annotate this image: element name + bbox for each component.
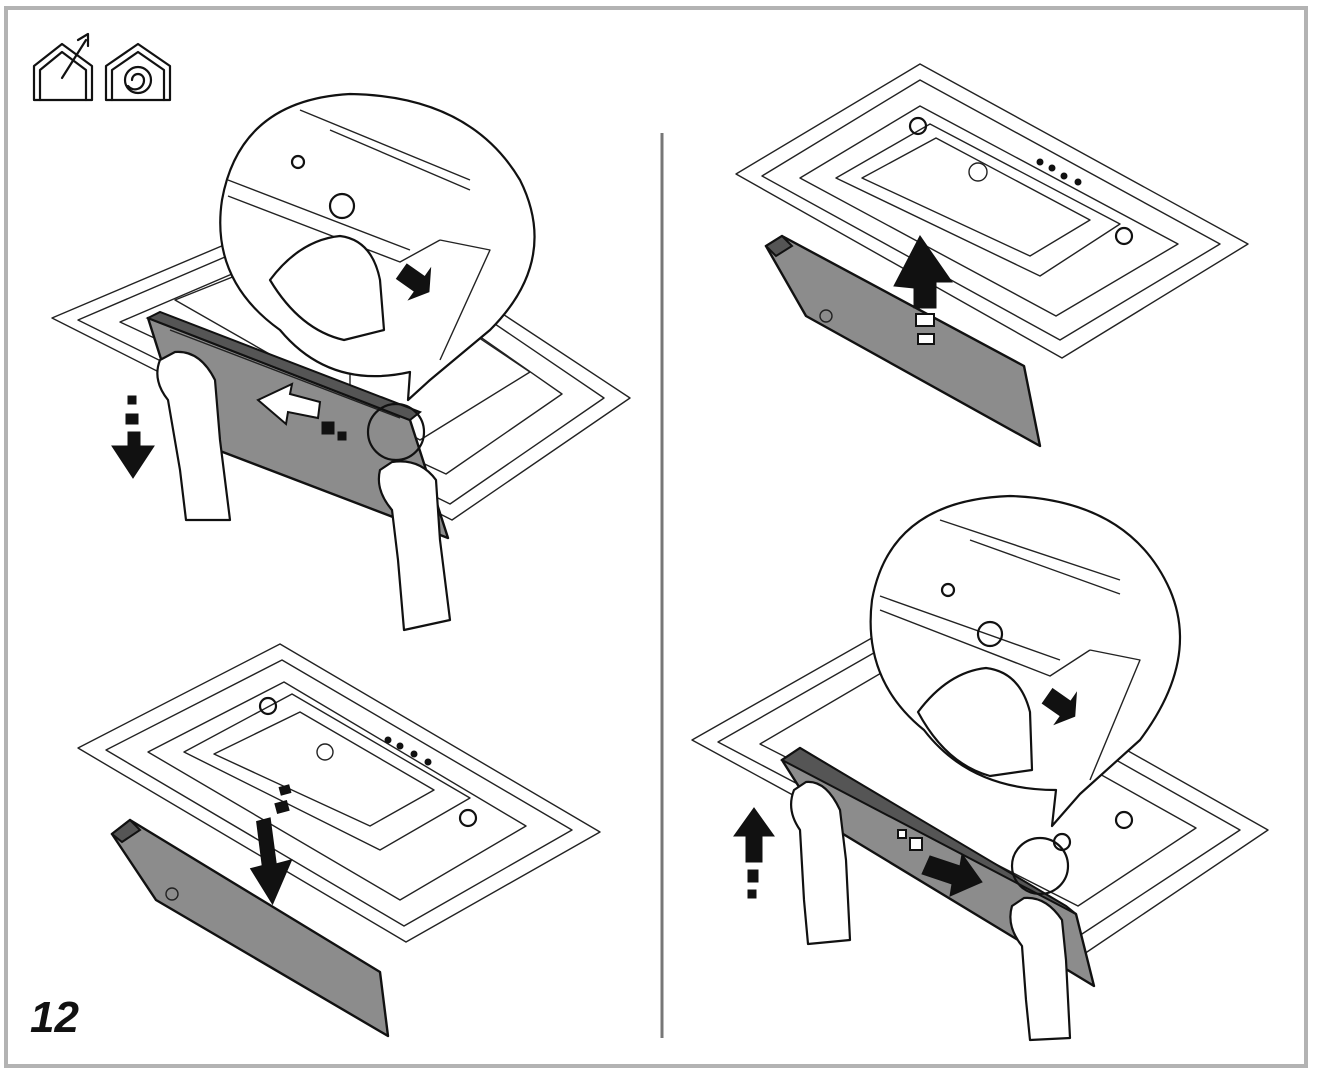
pull-down-arrow	[249, 817, 293, 906]
step-number: 12	[30, 993, 79, 1042]
left-hand	[789, 780, 852, 946]
recirculation-icon	[104, 42, 172, 102]
slide-left-arrow	[256, 382, 322, 426]
zoom-detail	[869, 494, 1182, 828]
step-insert-panel	[735, 63, 1249, 448]
step-fix-lock	[691, 494, 1269, 1042]
right-hand	[377, 460, 452, 632]
slide-right-arrow	[921, 852, 983, 897]
page-frame	[4, 6, 1308, 1068]
right-hand	[1009, 896, 1072, 1042]
pull-down-arrow	[111, 431, 155, 479]
step-remove-panel	[77, 643, 601, 1038]
grease-filter-panel	[110, 818, 390, 1038]
push-up-arrow	[893, 235, 953, 309]
push-up-arrow	[733, 807, 775, 863]
ducted-extraction-icon	[32, 32, 94, 102]
step-remove-release	[51, 92, 631, 632]
left-hand	[156, 350, 232, 522]
